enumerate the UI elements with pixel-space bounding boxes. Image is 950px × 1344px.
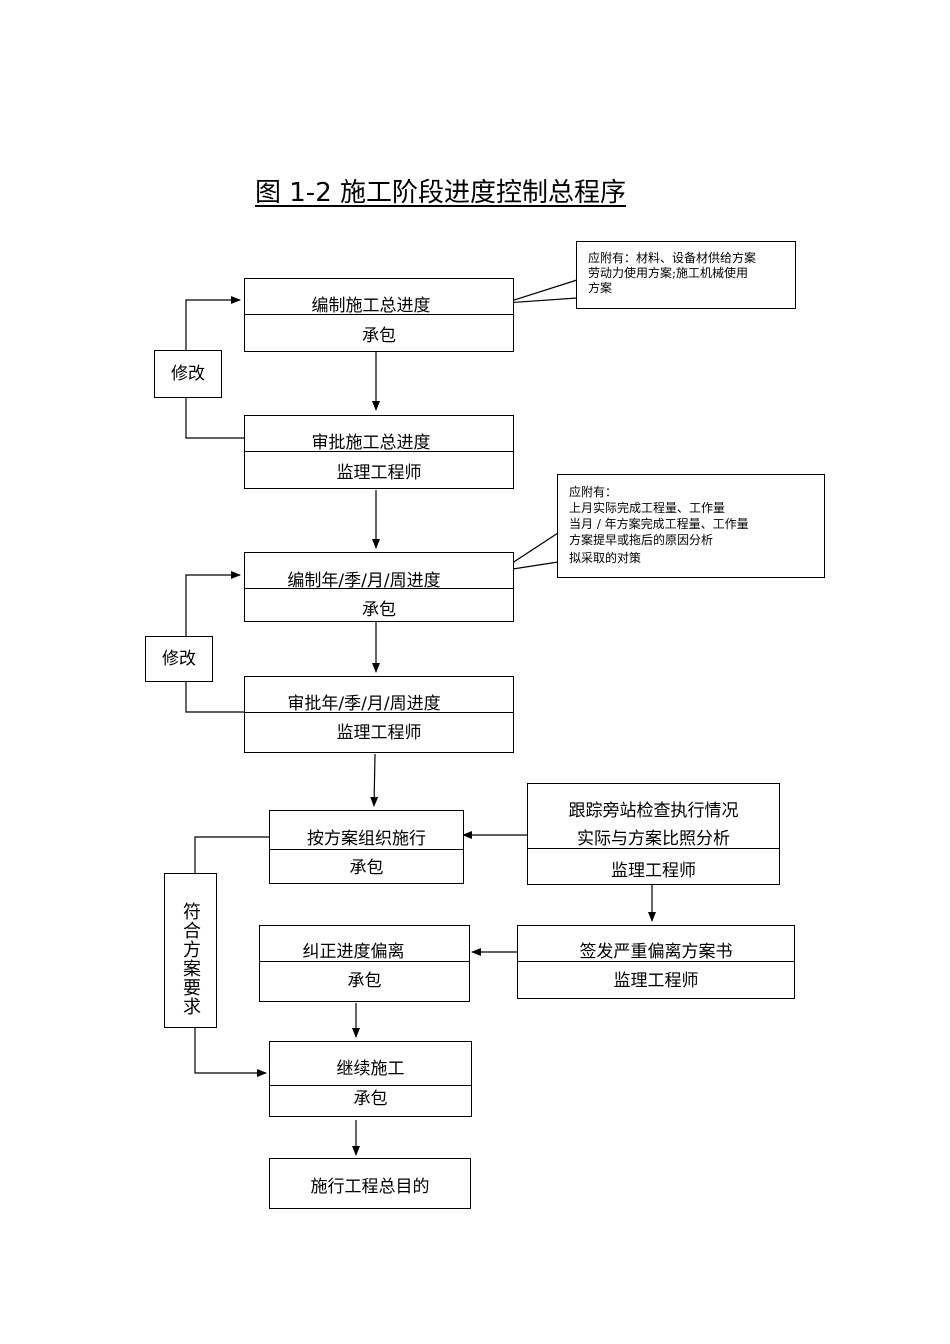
step2-role: 监理工程师 <box>336 463 422 483</box>
step-approve-master-schedule: 审批施工总进度 监理工程师 <box>244 415 514 489</box>
note-callout-2: 应附有： 上月实际完成工程量、工作量 当月 / 年方案完成工程量、工作量 方案提… <box>557 474 825 578</box>
step10-title: 施行工程总目的 <box>310 1177 430 1197</box>
step-track-and-compare: 跟踪旁站检查执行情况 实际与方案比照分析 监理工程师 <box>527 783 780 885</box>
step-correct-deviation: 纠正进度偏离 承包 <box>259 925 470 1002</box>
revise-label-2: 修改 <box>145 636 213 682</box>
step2-title: 审批施工总进度 <box>311 433 431 453</box>
arrow-s4-s5 <box>370 753 379 807</box>
note2-line1: 应附有： <box>569 485 618 499</box>
step8-title: 纠正进度偏离 <box>302 942 405 962</box>
step3-title: 编制年/季/月/周进度 <box>287 571 441 591</box>
note1-line1: 应附有：材料、设备材供给方案 <box>588 251 757 265</box>
diagram-title: 图 1-2 施工阶段进度控制总程序 <box>255 178 626 208</box>
step6-role: 监理工程师 <box>611 861 696 881</box>
step-compile-periodic-schedule: 编制年/季/月/周进度 承包 <box>244 552 514 622</box>
note1-line3: 方案 <box>588 281 613 295</box>
step-execute-per-plan: 按方案组织施行 承包 <box>269 810 464 884</box>
step8-role: 承包 <box>347 971 382 991</box>
step6-line1: 跟踪旁站检查执行情况 <box>568 801 739 821</box>
step1-title: 编制施工总进度 <box>311 296 431 316</box>
step9-role: 承包 <box>353 1089 388 1109</box>
step-approve-periodic-schedule: 审批年/季/月/周进度 监理工程师 <box>244 676 514 753</box>
callout-pointer-1 <box>504 279 578 304</box>
note-callout-1: 应附有：材料、设备材供给方案 劳动力使用方案;施工机械使用 方案 <box>576 241 796 309</box>
step3-role: 承包 <box>362 600 396 620</box>
step9-title: 继续施工 <box>336 1059 405 1079</box>
note2-line4: 方案提早或拖后的原因分析 <box>569 533 714 547</box>
step6-line2: 实际与方案比照分析 <box>577 829 730 849</box>
meets-requirements-label: 符合方案要求 <box>164 873 217 1028</box>
step5-role: 承包 <box>349 858 384 878</box>
step1-role: 承包 <box>362 326 396 346</box>
note2-line5: 拟采取的对策 <box>569 551 642 565</box>
note2-line3: 当月 / 年方案完成工程量、工作量 <box>569 517 749 531</box>
step-issue-deviation-notice: 签发严重偏离方案书 监理工程师 <box>517 925 795 999</box>
step4-role: 监理工程师 <box>336 723 422 743</box>
note2-line2: 上月实际完成工程量、工作量 <box>569 501 726 515</box>
step7-title: 签发严重偏离方案书 <box>579 942 733 962</box>
note1-line2: 劳动力使用方案;施工机械使用 <box>588 266 749 280</box>
step5-title: 按方案组织施行 <box>307 829 426 849</box>
revise-label-1: 修改 <box>154 350 222 398</box>
step-achieve-overall-goal: 施行工程总目的 <box>269 1158 471 1209</box>
step7-role: 监理工程师 <box>613 971 699 991</box>
step-compile-master-schedule: 编制施工总进度 承包 <box>244 278 514 352</box>
step-continue-construction: 继续施工 承包 <box>269 1041 472 1117</box>
step4-title: 审批年/季/月/周进度 <box>287 694 441 714</box>
